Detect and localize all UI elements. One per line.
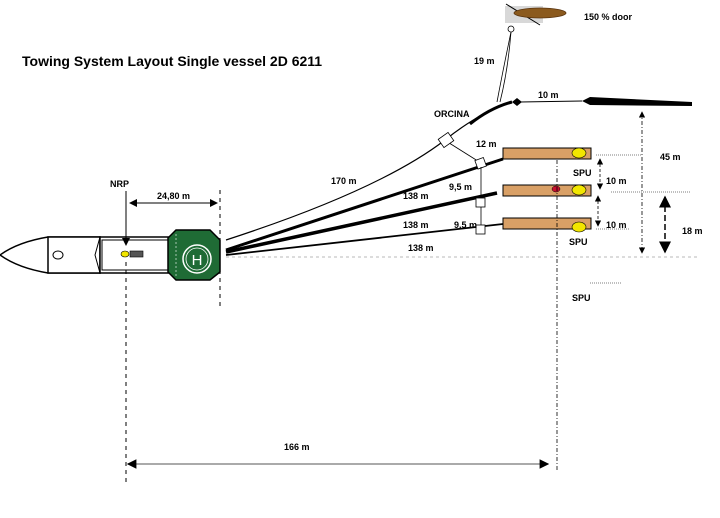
streamer-gap-2-label: 10 m: [606, 220, 627, 230]
helideck-h-symbol: H: [192, 252, 203, 269]
lead-in-1-label: 138 m: [403, 191, 429, 201]
lead-in-3-label: 138 m: [408, 243, 434, 253]
nrp-label: NRP: [110, 179, 129, 189]
orcina-label: ORCINA: [434, 109, 470, 119]
red-marker: [551, 185, 561, 193]
nrp-marker: [120, 250, 130, 258]
offset-45-label: 45 m: [660, 152, 681, 162]
streamer-2: [502, 184, 592, 197]
streamer-1: [502, 147, 592, 160]
spreader-length-label: 12 m: [476, 139, 497, 149]
spu-top-label: SPU: [573, 168, 592, 178]
separation-2-label: 9,5 m: [454, 220, 477, 230]
door-label: 150 % door: [584, 12, 633, 22]
spu-lower-label: SPU: [572, 293, 591, 303]
lead-in-2-label: 138 m: [403, 220, 429, 230]
vessel: H: [0, 229, 221, 281]
diagram-title: Towing System Layout Single vessel 2D 62…: [22, 53, 322, 69]
separation-1-label: 9,5 m: [449, 182, 472, 192]
spu-bottom-label: SPU: [569, 237, 588, 247]
tow-lines: [225, 100, 700, 258]
offset-18-label: 18 m: [682, 226, 703, 236]
streamer-gap-1-label: 10 m: [606, 176, 627, 186]
streamer-3: [502, 217, 592, 233]
door: [496, 3, 567, 103]
total-distance-label: 166 m: [284, 442, 310, 452]
nrp-distance-label: 24,80 m: [157, 191, 190, 201]
door-rope-label: 19 m: [474, 56, 495, 66]
helideck: [167, 229, 221, 281]
lead-in-outer-label: 170 m: [331, 176, 357, 186]
front-segment-label: 10 m: [538, 90, 559, 100]
